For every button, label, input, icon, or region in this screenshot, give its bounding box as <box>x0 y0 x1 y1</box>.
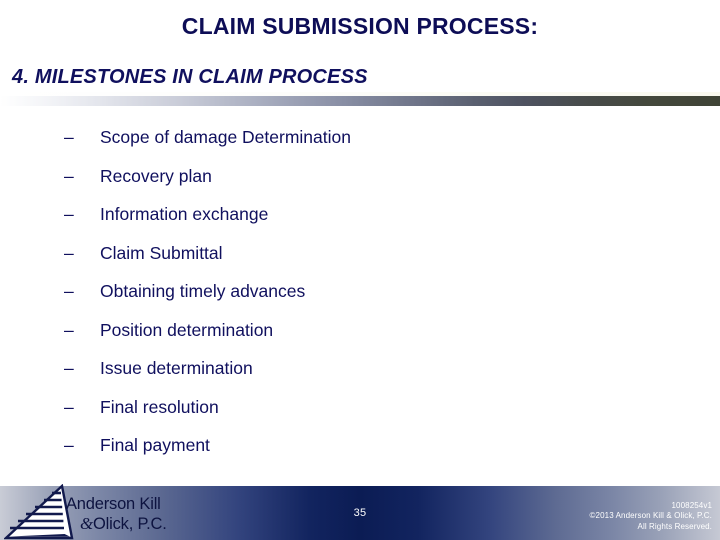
logo-line-2: &Olick, P.C. <box>66 514 206 534</box>
dash-bullet-icon: – <box>64 204 74 224</box>
list-item-label: Scope of damage Determination <box>100 127 351 147</box>
ampersand-icon: & <box>80 514 94 533</box>
footer-bar <box>0 486 720 540</box>
dash-bullet-icon: – <box>64 165 74 186</box>
document-id: 1008254v1 <box>671 500 712 510</box>
logo-line-1: Anderson Kill <box>66 495 161 513</box>
section-heading: 4. MILESTONES IN CLAIM PROCESS <box>12 66 368 88</box>
divider-fade <box>0 92 720 96</box>
list-item-label: Obtaining timely advances <box>100 281 306 301</box>
page-number: 35 <box>353 507 367 519</box>
anderson-kill-pyramid-mark <box>4 484 74 540</box>
dash-bullet-icon: – <box>64 242 74 263</box>
list-item: – Final payment <box>0 426 720 465</box>
list-item: – Issue determination <box>0 349 720 388</box>
company-logo: Anderson Kill &Olick, P.C. <box>0 484 200 540</box>
list-item-label: Final resolution <box>100 396 219 417</box>
page-title: CLAIM SUBMISSION PROCESS: <box>181 13 539 39</box>
list-item-label: Information exchange <box>100 204 269 224</box>
list-item: – Information exchange <box>0 195 720 234</box>
list-item-label: Recovery plan <box>100 165 212 186</box>
logo-wordmark: Anderson Kill &Olick, P.C. <box>66 495 206 534</box>
divider-bar <box>0 96 720 106</box>
dash-bullet-icon: – <box>64 358 74 378</box>
list-item-label: Claim Submittal <box>100 242 223 263</box>
list-item: – Position determination <box>0 311 720 350</box>
list-item: – Obtaining timely advances <box>0 272 720 311</box>
dash-bullet-icon: – <box>64 396 74 417</box>
list-item-label: Final payment <box>100 435 210 455</box>
list-item: – Recovery plan <box>0 157 720 196</box>
logo-line-2-label: Olick, P.C. <box>93 515 167 533</box>
list-item: – Scope of damage Determination <box>0 118 720 157</box>
rights-line: All Rights Reserved. <box>637 521 712 531</box>
dash-bullet-icon: – <box>64 127 74 147</box>
list-item: – Final resolution <box>0 388 720 427</box>
copyright-block: 1008254v1 ©2013 Anderson Kill & Olick, P… <box>590 501 712 533</box>
dash-bullet-icon: – <box>64 435 74 455</box>
milestones-list: – Scope of damage Determination – Recove… <box>0 118 720 465</box>
list-item-label: Issue determination <box>100 358 253 378</box>
list-item: – Claim Submittal <box>0 234 720 273</box>
dash-bullet-icon: – <box>64 319 74 340</box>
list-item-label: Position determination <box>100 319 274 340</box>
dash-bullet-icon: – <box>64 281 74 301</box>
page-number-wrapper: 35 <box>0 486 720 540</box>
copyright-line: ©2013 Anderson Kill & Olick, P.C. <box>589 511 712 520</box>
